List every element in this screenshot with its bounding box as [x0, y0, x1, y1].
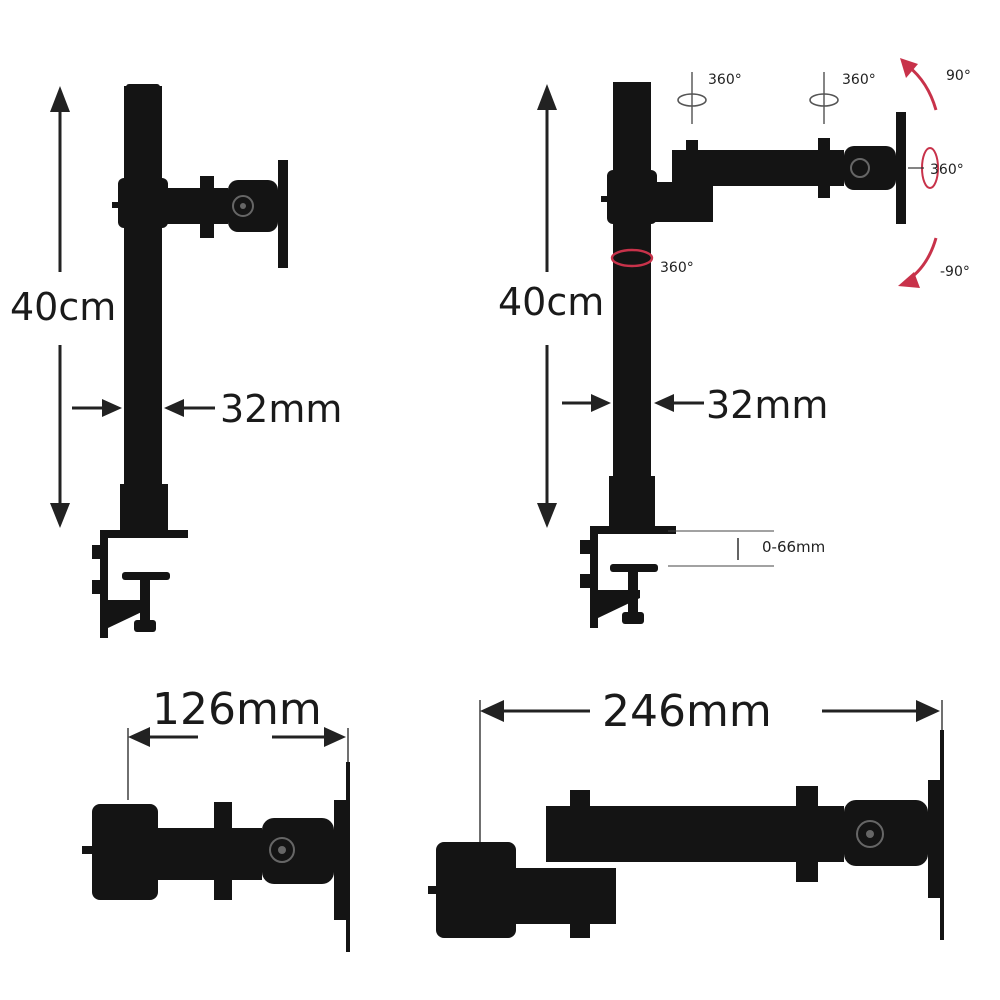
- plate-rotation-icon: [908, 147, 939, 189]
- tilt-joint: [262, 818, 334, 884]
- tilt-down-label: -90°: [940, 264, 970, 280]
- first-arm: [512, 868, 616, 924]
- second-arm: [546, 806, 844, 862]
- pole-diameter-arrows: [562, 394, 704, 412]
- tilt-up-label: 90°: [946, 68, 971, 84]
- joint-1-rotation-icon: [677, 72, 707, 124]
- plate-rotation-label: 360°: [930, 162, 964, 178]
- vesa-plate: [928, 780, 942, 898]
- joint-2-rotation-icon: [809, 72, 839, 124]
- pole: [613, 82, 651, 478]
- second-arm: [672, 150, 844, 186]
- height-dimension-arrow: [50, 86, 70, 528]
- short-arm: [154, 828, 262, 880]
- height-label: 40cm: [498, 280, 604, 324]
- vesa-plate: [334, 800, 348, 920]
- pole-collar: [436, 842, 516, 938]
- pole-diameter-label: 32mm: [220, 387, 342, 431]
- reach-dimension-arrows: [480, 700, 940, 722]
- first-arm: [653, 182, 713, 222]
- double-arm-top-view: 246mm: [428, 686, 944, 940]
- desk-clamp: [580, 526, 676, 628]
- pole-diameter-arrows: [72, 399, 215, 417]
- reach-label: 246mm: [602, 686, 772, 737]
- tilt-joint: [844, 800, 928, 866]
- pole-base-sleeve: [120, 484, 168, 532]
- short-arm: [162, 188, 228, 224]
- height-dimension-arrow: [537, 84, 557, 528]
- desk-clamp: [92, 530, 188, 638]
- joint-2-rotation-label: 360°: [842, 72, 876, 88]
- single-arm-top-view: 126mm: [82, 684, 350, 952]
- pole-rotation-label: 360°: [660, 260, 694, 276]
- reach-label: 126mm: [152, 684, 322, 735]
- height-label: 40cm: [10, 285, 116, 329]
- tilt-up-arrow-icon: [900, 58, 938, 111]
- pole: [124, 86, 162, 486]
- pole-collar: [607, 170, 657, 224]
- clamp-range-label: 0-66mm: [762, 538, 825, 556]
- pole-collar: [92, 804, 158, 900]
- pole-base-sleeve: [609, 476, 655, 528]
- tilt-down-arrow-icon: [898, 237, 938, 288]
- joint-1-rotation-label: 360°: [708, 72, 742, 88]
- pole-rotation-icon: [610, 248, 654, 268]
- reach-dimension-arrows: [128, 727, 346, 747]
- clamp-range-indicator: [668, 530, 774, 567]
- double-arm-side-view: 40cm: [498, 58, 971, 628]
- vesa-plate: [278, 160, 288, 268]
- single-arm-side-view: 40cm: [10, 84, 342, 638]
- pole-collar: [118, 178, 168, 228]
- vesa-plate: [896, 112, 906, 224]
- pole-top-cap: [126, 84, 160, 92]
- pole-diameter-label: 32mm: [706, 383, 828, 427]
